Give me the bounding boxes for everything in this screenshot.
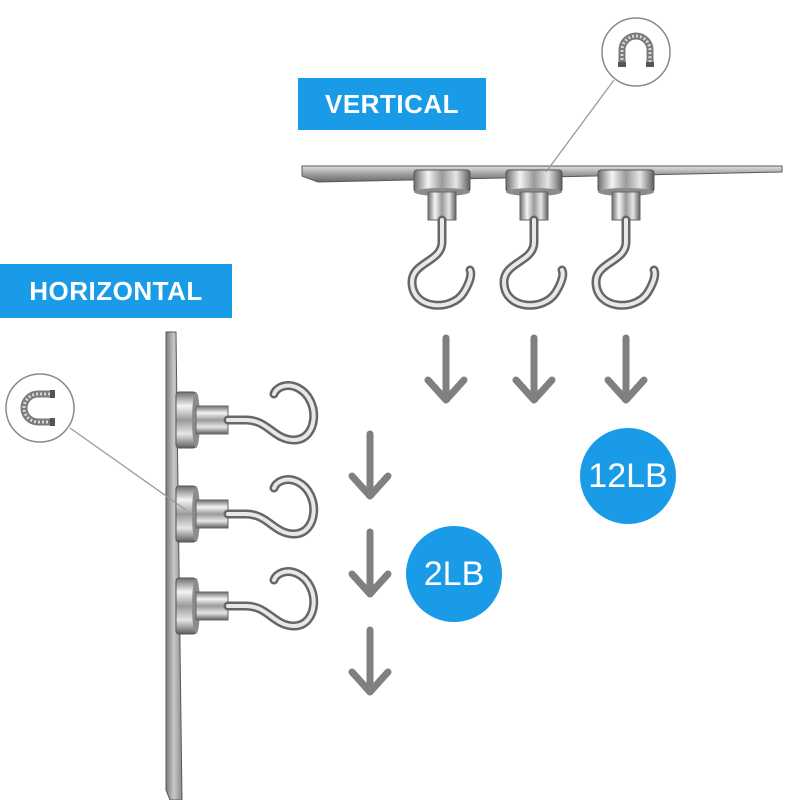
down-arrow-icon (608, 338, 644, 400)
down-arrow-icon (516, 338, 552, 400)
vertical-capacity-badge: 12LB (580, 428, 676, 524)
down-arrow-icon (352, 630, 388, 692)
vertical-magnetic-hook (412, 170, 471, 305)
horseshoe-magnet-icon (5, 373, 75, 443)
down-arrow-icon (428, 338, 464, 400)
callout-line (69, 427, 187, 511)
callout-line (545, 79, 615, 173)
wall-metal-plate (165, 331, 183, 800)
horizontal-magnetic-hook (176, 480, 314, 542)
horizontal-magnetic-hook (176, 386, 314, 448)
down-arrow-icon (352, 434, 388, 496)
horizontal-magnetic-hook (176, 572, 314, 634)
horizontal-mount-label: HORIZONTAL (0, 264, 232, 318)
vertical-magnetic-hook (504, 170, 563, 305)
horizontal-capacity-badge: 2LB (406, 526, 502, 622)
horseshoe-magnet-icon (601, 17, 671, 87)
vertical-magnetic-hook (596, 170, 655, 305)
vertical-mount-label: VERTICAL (298, 78, 486, 130)
down-arrow-icon (352, 532, 388, 594)
